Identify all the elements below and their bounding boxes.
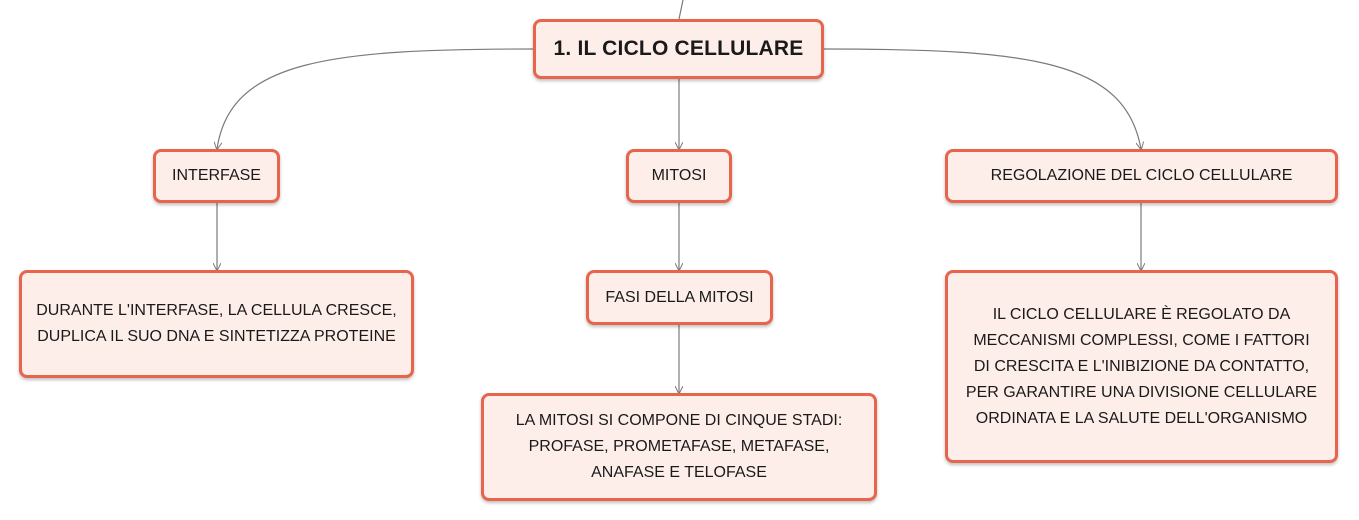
mitosi-node[interactable]: MITOSI [626, 149, 732, 203]
mitosi-node-label: MITOSI [651, 167, 707, 184]
interfase-detail-text: DURANTE L'INTERFASE, LA CELLULA CRESCE, … [36, 302, 397, 345]
mitosi-detail-text: LA MITOSI SI COMPONE DI CINQUE STADI: PR… [515, 412, 843, 481]
fasi-mitosi-node[interactable]: FASI DELLA MITOSI [586, 270, 773, 325]
interfase-node-label: INTERFASE [172, 167, 261, 184]
connector-incoming [678, 0, 684, 20]
regolazione-detail-text: IL CICLO CELLULARE È REGOLATO DA MECCANI… [965, 305, 1318, 427]
fasi-mitosi-label: FASI DELLA MITOSI [605, 288, 754, 306]
mitosi-detail-node[interactable]: LA MITOSI SI COMPONE DI CINQUE STADI: PR… [481, 393, 877, 501]
root-node[interactable]: 1. IL CICLO CELLULARE [533, 19, 824, 79]
regolazione-node-label: REGOLAZIONE DEL CICLO CELLULARE [990, 167, 1293, 184]
regolazione-detail-node[interactable]: IL CICLO CELLULARE È REGOLATO DA MECCANI… [945, 270, 1338, 463]
connector-root-to-regolazione [823, 48, 1141, 149]
root-node-label: 1. IL CICLO CELLULARE [553, 37, 804, 60]
interfase-detail-node[interactable]: DURANTE L'INTERFASE, LA CELLULA CRESCE, … [19, 270, 414, 378]
interfase-node[interactable]: INTERFASE [153, 149, 280, 203]
connector-root-to-interfase [217, 48, 534, 149]
regolazione-node[interactable]: REGOLAZIONE DEL CICLO CELLULARE [945, 149, 1338, 203]
